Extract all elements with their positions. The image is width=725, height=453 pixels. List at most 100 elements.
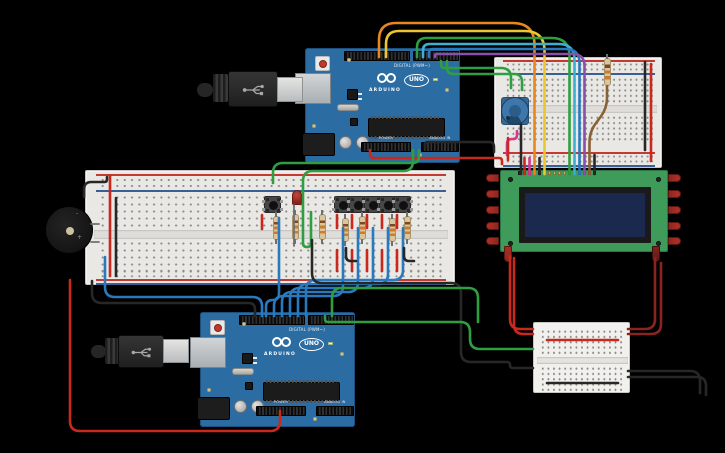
breadboard-holes: [505, 62, 653, 72]
piezo-buzzer[interactable]: - +: [45, 206, 93, 254]
uno-badge: UNO: [404, 74, 429, 87]
pushbutton[interactable]: [361, 195, 383, 213]
lcd-pin[interactable]: [588, 171, 591, 175]
lcd-16x2[interactable]: [500, 170, 668, 252]
lcd-screen: [525, 193, 645, 237]
pushbutton-pins: [351, 198, 354, 201]
capacitor: [234, 400, 247, 413]
resistor[interactable]: [358, 212, 366, 244]
reset-button-pad: [315, 56, 330, 71]
usb-metal-shell: [277, 77, 303, 102]
pushbutton[interactable]: [261, 195, 283, 213]
resistor-bands: [342, 219, 348, 241]
led-red[interactable]: [292, 190, 302, 205]
mounting-hole: [312, 124, 316, 128]
power-header[interactable]: [256, 406, 306, 416]
rail-line: [96, 190, 446, 192]
usb-cable-end: [197, 83, 213, 97]
wire-black_wire-27[interactable]: [626, 369, 702, 395]
lcd-pin[interactable]: [578, 171, 581, 175]
lcd-pin[interactable]: [583, 171, 586, 175]
potentiometer[interactable]: [501, 97, 529, 125]
lcd-pin[interactable]: [558, 171, 561, 175]
analog-label: ANALOG IN: [429, 136, 451, 140]
pushbutton[interactable]: [391, 195, 413, 213]
breadboard-main[interactable]: [85, 170, 455, 285]
pushbutton-pins: [381, 198, 384, 201]
lcd-pin[interactable]: [543, 171, 546, 175]
crystal-oscillator: [337, 104, 359, 111]
ic-chip: [350, 118, 358, 126]
digital-header[interactable]: [344, 51, 410, 61]
resistor[interactable]: [388, 214, 396, 246]
mounting-hole: [207, 388, 211, 392]
wire-red-21[interactable]: [508, 254, 535, 331]
resistor[interactable]: [291, 210, 299, 244]
resistor-bands: [359, 217, 365, 239]
lcd-pin[interactable]: [593, 171, 596, 175]
wire-black_wire-28[interactable]: [626, 375, 708, 397]
resistor[interactable]: [403, 212, 411, 244]
lcd-pin[interactable]: [568, 171, 571, 175]
pushbutton[interactable]: [376, 195, 398, 213]
resistor[interactable]: [603, 54, 611, 90]
capacitor: [339, 136, 352, 149]
usb-plug: [228, 71, 278, 107]
wire-black_wire-10[interactable]: [90, 279, 257, 318]
arduino-uno-bottom[interactable]: DIGITAL (PWM~) UNO ARDUINO POWER ANALOG …: [190, 312, 355, 427]
ic-chip: [347, 89, 358, 100]
lcd-pin[interactable]: [528, 171, 531, 175]
wire-dark_red-23[interactable]: [626, 256, 657, 331]
lcd-pin[interactable]: [518, 171, 521, 175]
wire-dark_red-24[interactable]: [626, 261, 663, 336]
reset-button-pad: [210, 320, 225, 335]
digital-header[interactable]: [308, 315, 354, 325]
analog-header[interactable]: [316, 406, 354, 416]
lcd-pin[interactable]: [523, 171, 526, 175]
wire-red-22[interactable]: [512, 256, 535, 336]
usb-trident-icon: [131, 347, 152, 358]
lcd-pin[interactable]: [553, 171, 556, 175]
digital-header[interactable]: [239, 315, 305, 325]
arduino-uno-top[interactable]: DIGITAL (PWM~) UNO ARDUINO POWER ANALOG …: [295, 48, 460, 163]
lcd-pin[interactable]: [573, 171, 576, 175]
wire-green-19[interactable]: [323, 314, 535, 351]
reset-button[interactable]: [214, 324, 222, 332]
lcd-side-stub: [486, 237, 499, 245]
buzzer-minus-label: -: [76, 210, 79, 217]
lcd-pin[interactable]: [538, 171, 541, 175]
brand-label: ARDUINO: [369, 88, 402, 93]
breadboard-holes: [540, 366, 625, 392]
lcd-pin[interactable]: [548, 171, 551, 175]
lcd-pin[interactable]: [533, 171, 536, 175]
buzzer-plus-label: +: [77, 234, 83, 241]
arduino-logo-icon: [281, 337, 291, 347]
lcd-side-stub: [668, 174, 681, 182]
digital-label: DIGITAL (PWM~): [289, 327, 325, 332]
pushbutton[interactable]: [346, 195, 368, 213]
digital-label: DIGITAL (PWM~): [394, 63, 430, 68]
rail-line: [96, 283, 446, 285]
digital-header[interactable]: [413, 51, 459, 61]
resistor[interactable]: [341, 214, 349, 246]
pushbutton[interactable]: [331, 195, 353, 213]
analog-header[interactable]: [421, 142, 459, 152]
rail-line: [503, 73, 655, 75]
lcd-screw: [508, 177, 513, 182]
resistor-bands: [389, 219, 395, 241]
power-jack: [197, 397, 230, 420]
reset-button[interactable]: [319, 60, 327, 68]
power-header[interactable]: [361, 142, 411, 152]
lcd-bottom-stub: [652, 246, 660, 262]
breadboard-holes: [99, 268, 445, 279]
resistor[interactable]: [318, 210, 326, 244]
lcd-pin[interactable]: [563, 171, 566, 175]
resistor[interactable]: [272, 212, 280, 244]
lcd-bottom-stub: [504, 246, 512, 262]
breadboard-holes: [99, 177, 445, 189]
breadboard-small[interactable]: [533, 322, 630, 393]
lcd-side-stub: [668, 206, 681, 214]
potentiometer-shaft: [509, 105, 521, 117]
ic-chip: [242, 353, 253, 364]
